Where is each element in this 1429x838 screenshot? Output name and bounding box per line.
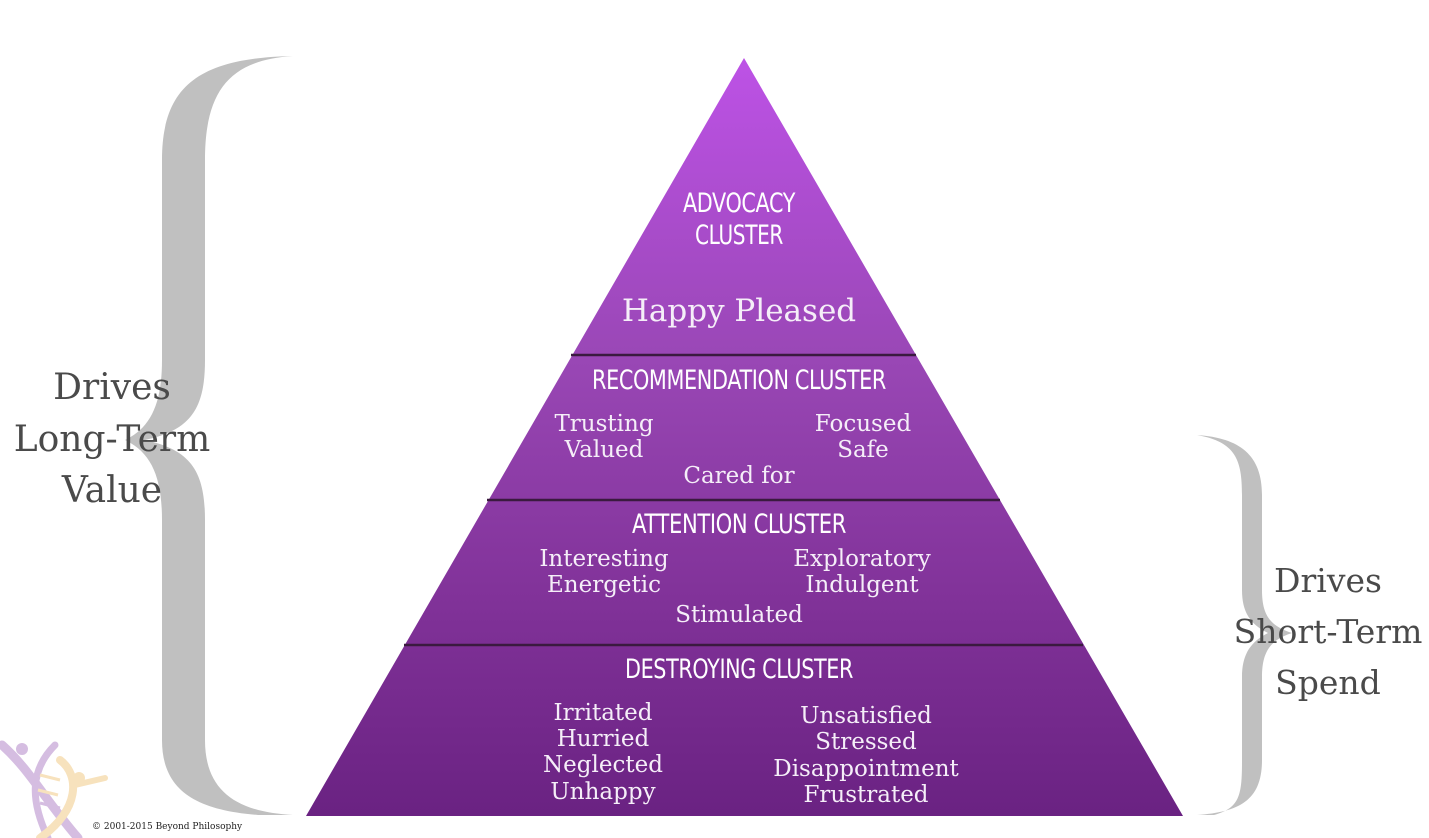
emotion-word: Neglected [543, 752, 663, 778]
left-brace-icon [125, 56, 293, 815]
label-line: Long-Term [14, 419, 211, 460]
label-line: Short-Term [1234, 612, 1423, 651]
tier-heading: DESTROYING CLUSTER [625, 654, 853, 685]
emotion-word: Happy Pleased [622, 293, 856, 329]
label-line: Spend [1275, 663, 1381, 702]
emotion-word: Focused [815, 411, 912, 437]
emotion-word: Stressed [815, 729, 917, 755]
tier-heading: RECOMMENDATION CLUSTER [592, 365, 886, 396]
emotion-word: Irritated [554, 700, 653, 726]
label-line: Drives [53, 367, 171, 408]
emotion-word: Unsatisfied [800, 703, 932, 729]
tier-heading: ADVOCACY [683, 188, 796, 219]
emotion-word: Trusting [554, 411, 653, 437]
emotion-word: Valued [564, 437, 644, 463]
emotion-word: Unhappy [550, 779, 655, 805]
emotion-word: Safe [837, 437, 889, 463]
emotion-word: Cared for [683, 463, 794, 489]
left-bracket-label: Drives Long-Term Value [14, 367, 211, 511]
tier-advocacy: ADVOCACY CLUSTER Happy Pleased [622, 188, 856, 329]
tier-heading: ATTENTION CLUSTER [632, 509, 846, 540]
right-brace-icon [1197, 435, 1292, 815]
emotion-word: Indulgent [805, 572, 919, 598]
label-line: Drives [1274, 561, 1382, 600]
tier-destroying: DESTROYING CLUSTER Irritated Hurried Neg… [543, 654, 959, 808]
label-line: Value [61, 470, 162, 511]
tier-attention: ATTENTION CLUSTER Interesting Energetic … [539, 509, 930, 628]
emotion-word: Stimulated [675, 602, 803, 628]
emotion-word: Energetic [547, 572, 661, 598]
tier-heading: CLUSTER [695, 220, 783, 251]
tier-recommendation: RECOMMENDATION CLUSTER Trusting Valued F… [554, 365, 911, 489]
emotion-word: Exploratory [793, 546, 930, 572]
copyright-text: © 2001-2015 Beyond Philosophy [92, 822, 243, 832]
emotion-word: Frustrated [803, 782, 928, 808]
emotion-word: Hurried [557, 726, 650, 752]
pyramid-body [306, 58, 1183, 816]
emotion-word: Disappointment [773, 756, 959, 782]
emotion-word: Interesting [539, 546, 669, 572]
right-bracket-label: Drives Short-Term Spend [1234, 561, 1423, 702]
dna-figures-logo-icon [0, 740, 108, 838]
